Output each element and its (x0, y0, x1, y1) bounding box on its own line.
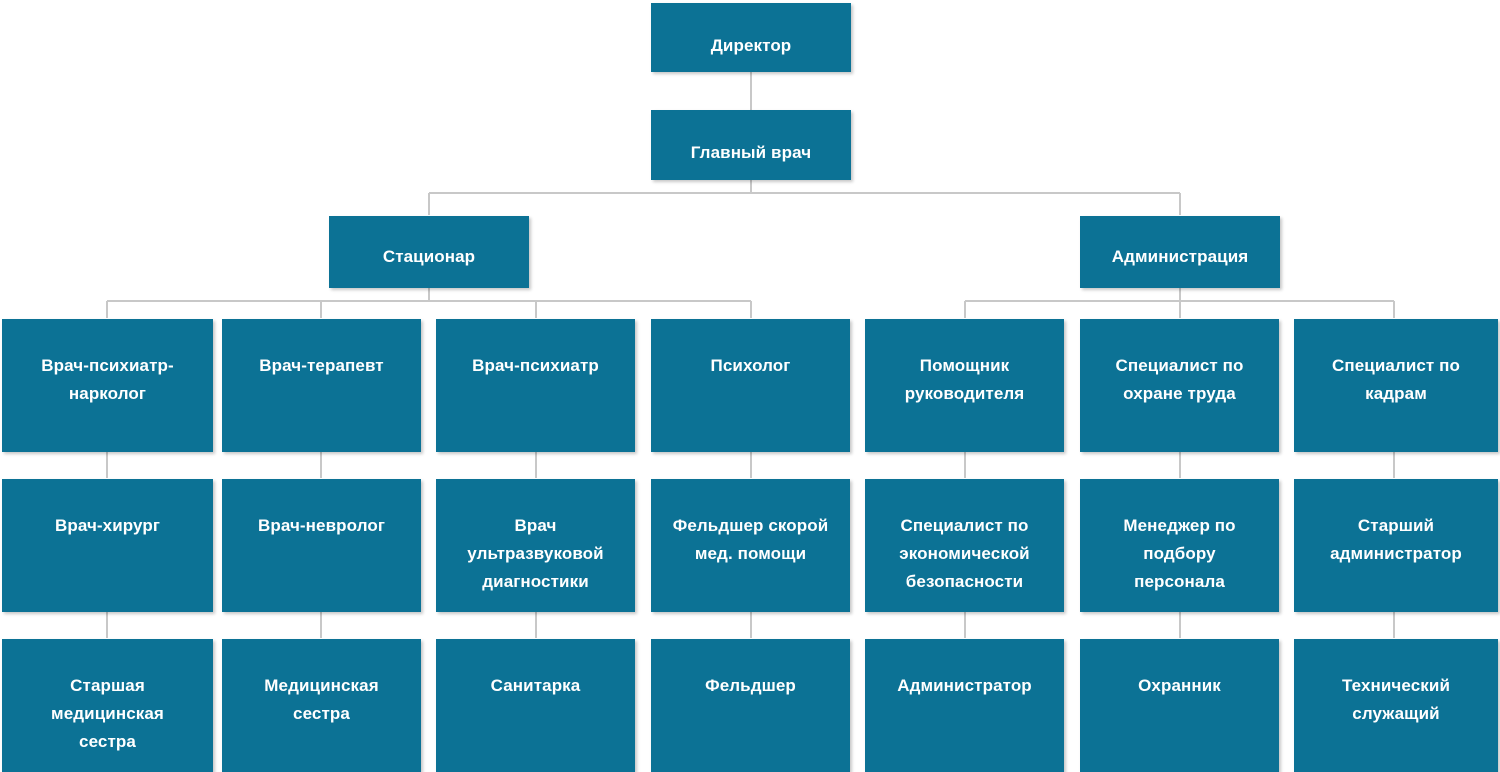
node-therapist[interactable]: Врач-терапевт (222, 319, 421, 452)
node-technical-staff[interactable]: Технический служащий (1294, 639, 1498, 772)
node-nurse[interactable]: Медицинская сестра (222, 639, 421, 772)
node-paramedic[interactable]: Фельдшер (651, 639, 850, 772)
node-recruitment-manager-label: Менеджер по подбору персонала (1123, 516, 1236, 591)
node-hr-specialist[interactable]: Специалист по кадрам (1294, 319, 1498, 452)
node-ultrasound-doctor-label: Врач ультразвуковой диагностики (467, 516, 604, 591)
node-orderly-label: Санитарка (490, 676, 581, 695)
node-hr-specialist-label: Специалист по кадрам (1331, 356, 1461, 403)
node-hospital-label: Стационар (382, 247, 476, 266)
node-orderly[interactable]: Санитарка (436, 639, 635, 772)
node-security-guard[interactable]: Охранник (1080, 639, 1279, 772)
node-chief-doctor-label: Главный врач (690, 143, 812, 162)
node-emergency-paramedic-label: Фельдшер скорой мед. помощи (672, 516, 829, 563)
node-administration-label: Администрация (1111, 247, 1249, 266)
node-psychiatrist[interactable]: Врач-психиатр (436, 319, 635, 452)
node-surgeon[interactable]: Врач-хирург (2, 479, 213, 612)
node-psychiatrist-narcologist-label: Врач-психиатр- нарколог (41, 356, 174, 403)
node-director[interactable]: Директор (651, 3, 851, 72)
node-economic-security-specialist-label: Специалист по экономической безопасности (899, 516, 1030, 591)
node-therapist-label: Врач-терапевт (259, 356, 384, 375)
node-director-label: Директор (710, 36, 792, 55)
node-psychiatrist-label: Врач-психиатр (472, 356, 599, 375)
node-technical-staff-label: Технический служащий (1341, 676, 1450, 723)
node-administrator[interactable]: Администратор (865, 639, 1064, 772)
node-recruitment-manager[interactable]: Менеджер по подбору персонала (1080, 479, 1279, 612)
node-administration[interactable]: Администрация (1080, 216, 1280, 288)
node-surgeon-label: Врач-хирург (54, 516, 161, 535)
node-senior-administrator-label: Старший администратор (1330, 516, 1462, 563)
node-economic-security-specialist[interactable]: Специалист по экономической безопасности (865, 479, 1064, 612)
node-labor-safety-specialist-label: Специалист по охране труда (1115, 356, 1244, 403)
node-labor-safety-specialist[interactable]: Специалист по охране труда (1080, 319, 1279, 452)
node-neurologist-label: Врач-невролог (257, 516, 386, 535)
node-head-nurse[interactable]: Старшая медицинская сестра (2, 639, 213, 772)
node-neurologist[interactable]: Врач-невролог (222, 479, 421, 612)
node-senior-administrator[interactable]: Старший администратор (1294, 479, 1498, 612)
node-security-guard-label: Охранник (1138, 676, 1221, 695)
node-emergency-paramedic[interactable]: Фельдшер скорой мед. помощи (651, 479, 850, 612)
node-assistant-manager-label: Помощник руководителя (904, 356, 1025, 403)
node-ultrasound-doctor[interactable]: Врач ультразвуковой диагностики (436, 479, 635, 612)
node-head-nurse-label: Старшая медицинская сестра (51, 676, 164, 751)
node-chief-doctor[interactable]: Главный врач (651, 110, 851, 180)
node-psychiatrist-narcologist[interactable]: Врач-психиатр- нарколог (2, 319, 213, 452)
node-paramedic-label: Фельдшер (705, 676, 796, 695)
node-nurse-label: Медицинская сестра (264, 676, 379, 723)
node-administrator-label: Администратор (897, 676, 1032, 695)
node-psychologist-label: Психолог (710, 356, 791, 375)
node-assistant-manager[interactable]: Помощник руководителя (865, 319, 1064, 452)
node-psychologist[interactable]: Психолог (651, 319, 850, 452)
node-hospital[interactable]: Стационар (329, 216, 529, 288)
